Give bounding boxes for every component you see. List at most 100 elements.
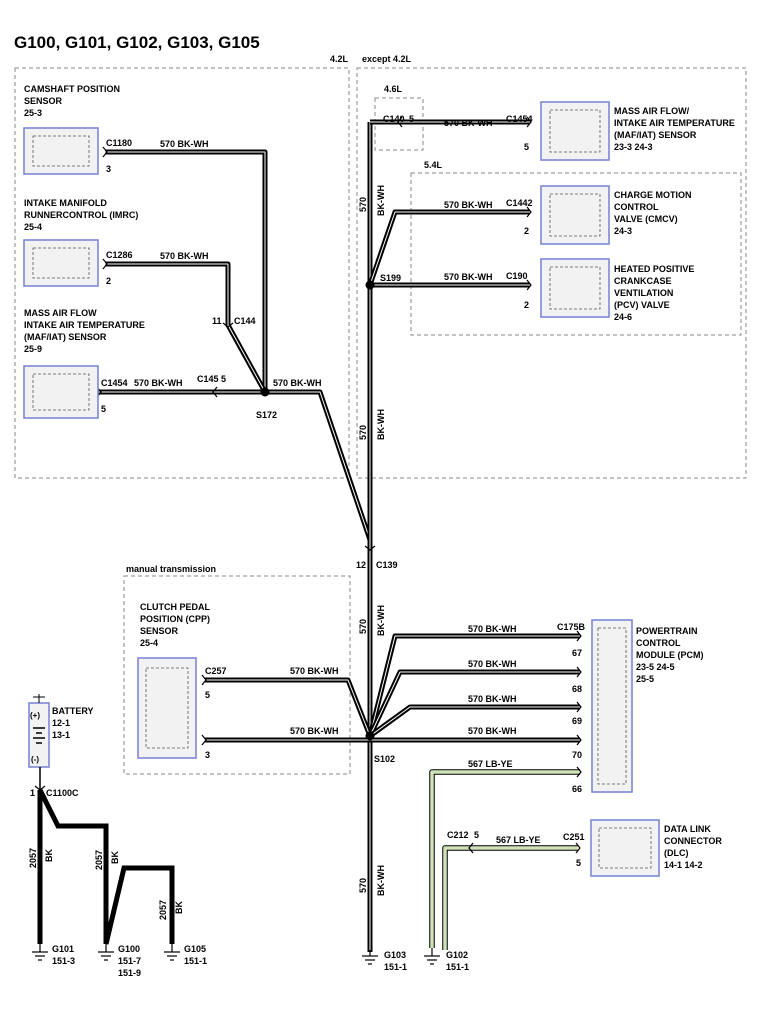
cmp-label-1: CAMSHAFT POSITION [24, 84, 120, 94]
wire-label-pcm-69: 570 BK-WH [468, 694, 517, 704]
cpp-sensor [137, 657, 197, 759]
ground-g101 [32, 944, 48, 961]
connector-c212: C212 [447, 830, 469, 840]
label-s172: S172 [256, 410, 277, 420]
region-4-2l [14, 67, 350, 479]
vwire-col-mid: BK-WH [376, 409, 386, 440]
wire-labels: 570 BK-WH 570 BK-WH 570 BK-WH 570 BK-WH … [134, 118, 541, 845]
dlc-label-2: CONNECTOR [664, 836, 722, 846]
wire-label-cpp-a: 570 BK-WH [290, 666, 339, 676]
pin-c140: 5 [409, 114, 414, 124]
pin-c145: 5 [221, 374, 226, 384]
connector-c1454-left: C1454 [101, 378, 128, 388]
vwire-num-upper: 570 [358, 197, 368, 212]
vwire-num-s102-up: 570 [358, 619, 368, 634]
pin-numbers: 3 2 5 5 11 5 5 2 2 12 5 3 67 68 69 70 66… [30, 114, 582, 868]
maf-iat-sensor-left [23, 365, 99, 419]
pcm-label-3: MODULE (PCM) [636, 650, 704, 660]
pcm-label-5: 25-5 [636, 674, 654, 684]
label-except-4-2l: except 4.2L [362, 54, 412, 64]
wire-label-cmcv: 570 BK-WH [444, 200, 493, 210]
ground-g102 [424, 948, 440, 965]
connector-c145: C145 [197, 374, 219, 384]
pin-c251: 5 [576, 858, 581, 868]
pcm-label-2: CONTROL [636, 638, 681, 648]
pcm-label-4: 23-5 24-5 [636, 662, 675, 672]
bk-ground-wires [37, 788, 175, 945]
battery-label-1: BATTERY [52, 706, 94, 716]
label-4-6l: 4.6L [384, 84, 403, 94]
dlc-label-1: DATA LINK [664, 824, 711, 834]
splice-s199 [365, 280, 375, 290]
connector-c1180: C1180 [106, 138, 132, 148]
maf-left-label-2: INTAKE AIR TEMPERATURE [24, 320, 145, 330]
battery-label-2: 12-1 [52, 718, 70, 728]
connector-c1442: C1442 [506, 198, 533, 208]
pin-c139: 12 [356, 560, 366, 570]
g103-name: G103 [384, 950, 406, 960]
ground-wire-num-g101: 2057 [28, 848, 38, 868]
imrc-label-3: 25-4 [24, 222, 42, 232]
g105-name: G105 [184, 944, 206, 954]
cmcv-label-3: VALVE (CMCV) [614, 214, 678, 224]
pcv-label-4: (PCV) VALVE [614, 300, 670, 310]
pin-pcm-70: 70 [572, 750, 582, 760]
maf-left-label-1: MASS AIR FLOW [24, 308, 97, 318]
wire-label-cmp: 570 BK-WH [160, 139, 209, 149]
pin-c1442: 2 [524, 226, 529, 236]
ground-labels: G101 151-3 G100 151-7 151-9 G105 151-1 G… [52, 944, 469, 978]
cmp-label-2: SENSOR [24, 96, 63, 106]
splice-s172 [260, 387, 270, 397]
wire-label-pcm-67: 570 BK-WH [468, 624, 517, 634]
cpp-label-1: CLUTCH PEDAL [140, 602, 210, 612]
ground-wire-col-g100: BK [110, 851, 120, 864]
diagram-title: G100, G101, G102, G103, G105 [14, 33, 260, 52]
pin-pcm-67: 67 [572, 648, 582, 658]
wire-label-cpp-b: 570 BK-WH [290, 726, 339, 736]
pin-c1454-left: 5 [101, 404, 106, 414]
connector-c175b: C175B [557, 622, 586, 632]
pcv-label-3: VENTILATION [614, 288, 673, 298]
ground-wire-col-g105: BK [174, 901, 184, 914]
pin-c144: 11 [212, 316, 222, 326]
battery-label-3: 13-1 [52, 730, 70, 740]
wire-label-pcm-70: 570 BK-WH [468, 726, 517, 736]
ground-g105 [164, 944, 180, 961]
connector-c139: C139 [376, 560, 398, 570]
g101-ref: 151-3 [52, 956, 75, 966]
pcv-label-1: HEATED POSITIVE [614, 264, 694, 274]
region-manual-transmission [123, 575, 351, 775]
vwire-num-lower: 570 [358, 878, 368, 893]
maf-right-label-1: MASS AIR FLOW/ [614, 106, 690, 116]
vwire-col-upper: BK-WH [376, 185, 386, 216]
vwire-col-lower: BK-WH [376, 865, 386, 896]
g102-ref: 151-1 [446, 962, 469, 972]
label-5-4l: 5.4L [424, 160, 443, 170]
dlc-label-4: 14-1 14-2 [664, 860, 703, 870]
region-5-4l [410, 172, 742, 336]
pin-c1286: 2 [106, 276, 111, 286]
connector-labels: C1180 C1286 C1454 C145 C144 C140 C1454 C… [46, 114, 586, 842]
pin-c257-b: 3 [205, 750, 210, 760]
connector-c144: C144 [234, 316, 256, 326]
connector-c1286: C1286 [106, 250, 133, 260]
wire-label-maf-right: 570 BK-WH [444, 118, 493, 128]
maf-left-label-3: (MAF/IAT) SENSOR [24, 332, 107, 342]
vertical-wire-labels: 570 BK-WH 570 BK-WH 570 BK-WH 570 BK-WH … [28, 185, 386, 920]
connector-c1454-right: C1454 [506, 114, 533, 124]
region-except-4-2l [356, 67, 747, 479]
wire-label-maf-left: 570 BK-WH [134, 378, 183, 388]
wire-label-pcm-66: 567 LB-YE [468, 759, 513, 769]
imrc-component [23, 239, 99, 287]
camshaft-position-sensor [23, 127, 99, 175]
g100-ref-1: 151-7 [118, 956, 141, 966]
maf-right-label-4: 23-3 24-3 [614, 142, 653, 152]
bk-wh-wires [98, 119, 580, 952]
pcv-valve-component [540, 258, 610, 318]
cmp-label-3: 25-3 [24, 108, 42, 118]
lb-ye-wire [429, 769, 580, 950]
ground-symbols [32, 944, 440, 965]
g100-ref-2: 151-9 [118, 968, 141, 978]
connector-c140: C140 [383, 114, 405, 124]
